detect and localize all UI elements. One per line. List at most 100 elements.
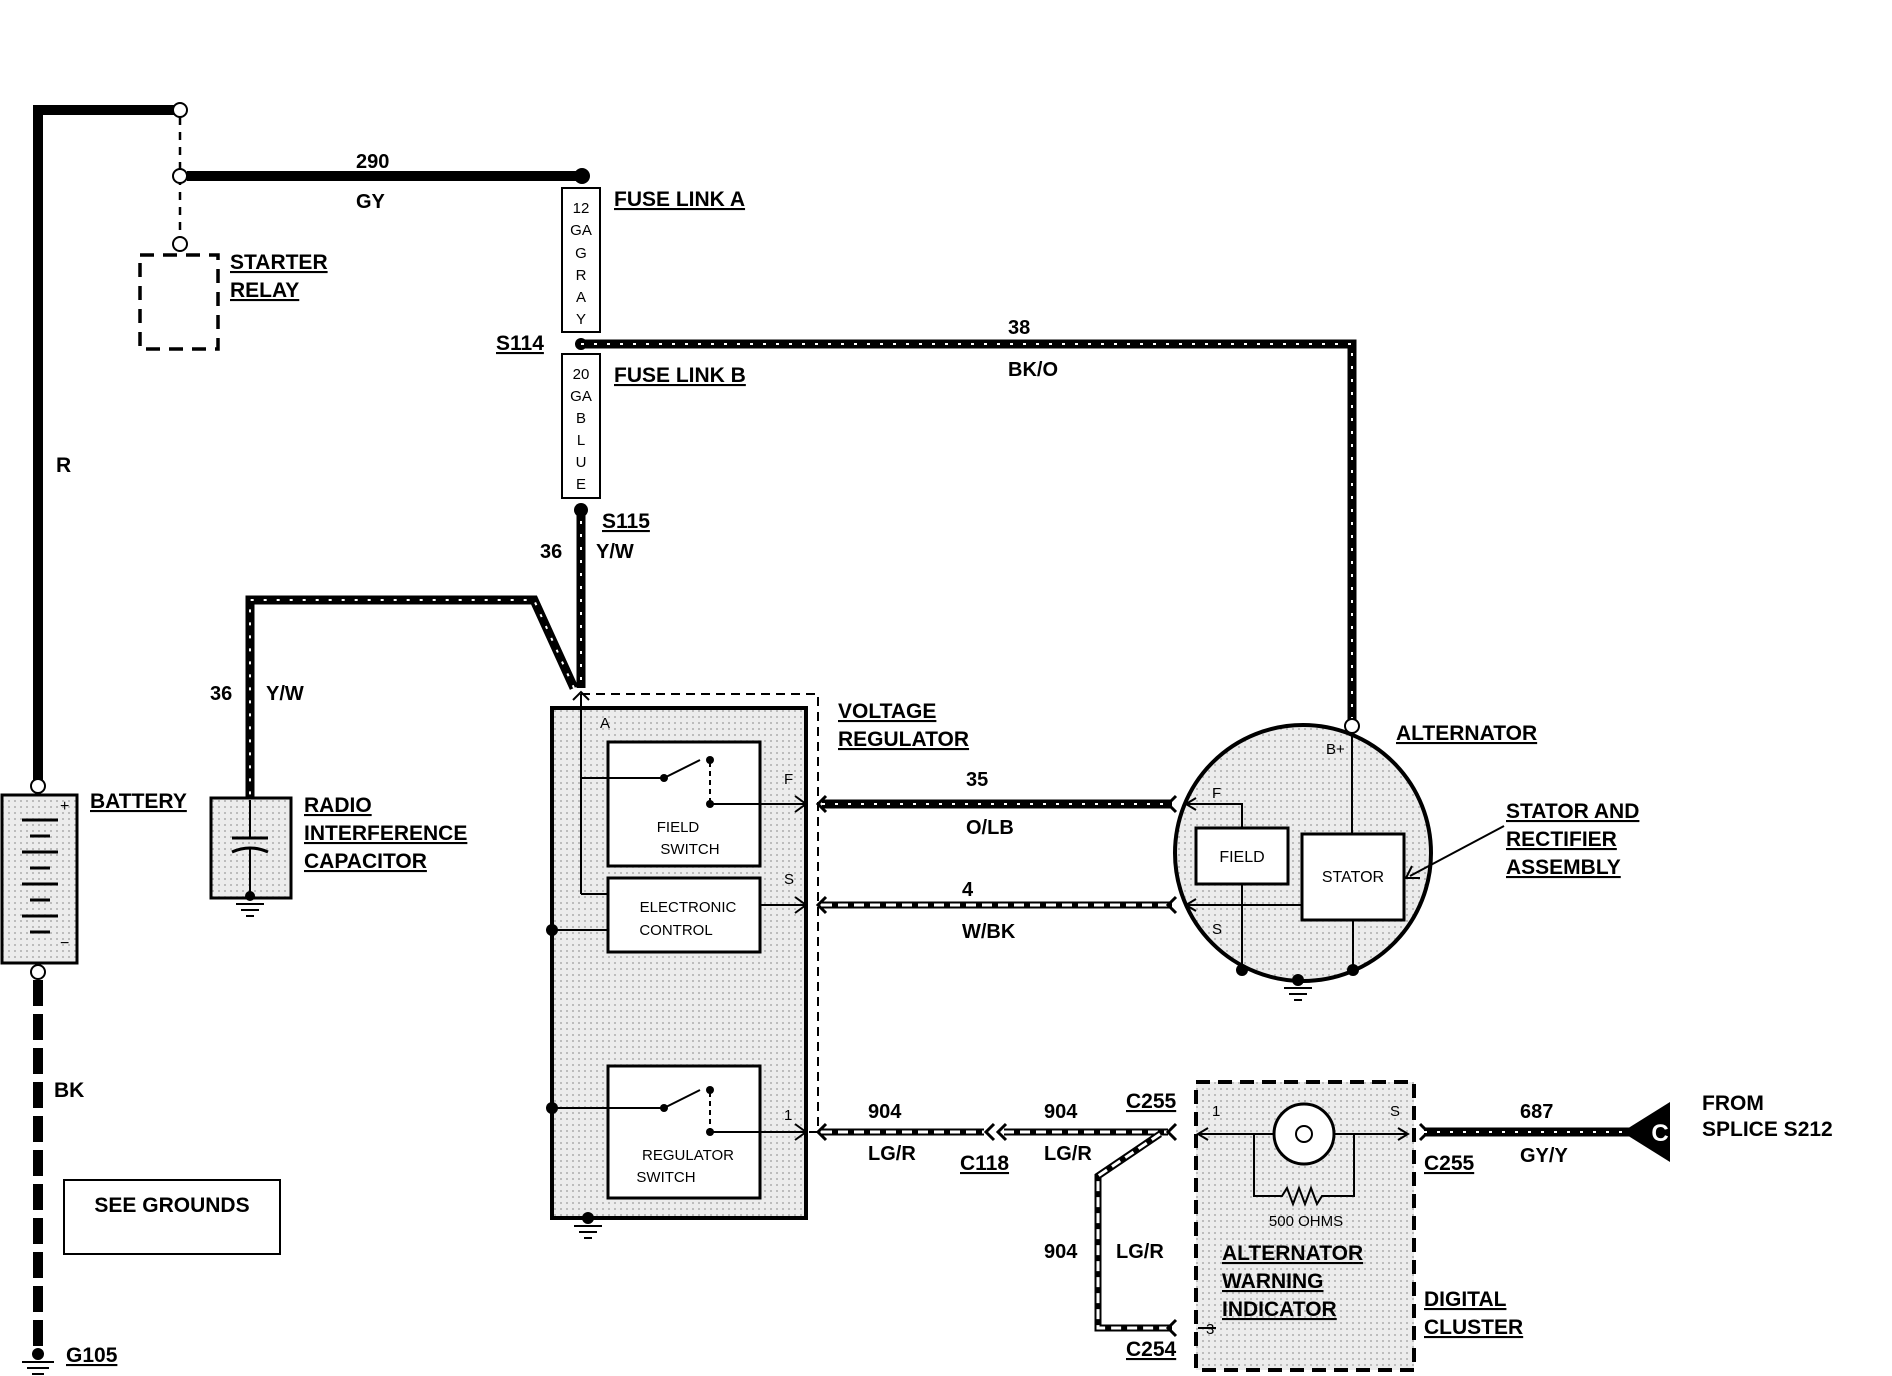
wire-r-label: R	[56, 454, 71, 477]
digital-cluster-label-1: DIGITAL	[1424, 1288, 1507, 1311]
wire-904b-color: LG/R	[1044, 1143, 1092, 1165]
voltage-regulator-label-1: VOLTAGE	[838, 700, 936, 723]
regulator-switch-label-1: REGULATOR	[642, 1147, 734, 1164]
wire-687-color: GY/Y	[1520, 1145, 1568, 1167]
wire-36-color: Y/W	[596, 541, 634, 563]
svg-text:F: F	[1212, 785, 1221, 802]
svg-text:B: B	[576, 410, 586, 427]
regulator-switch-label-2: SWITCH	[636, 1169, 695, 1186]
wire-290-number: 290	[356, 151, 389, 173]
svg-text:−: −	[60, 935, 69, 952]
svg-text:3: 3	[1206, 1321, 1214, 1338]
wire-904c-color: LG/R	[1116, 1241, 1164, 1263]
battery-ground-wire	[22, 980, 54, 1375]
wire-36	[574, 503, 588, 688]
stator-label: STATOR	[1322, 869, 1384, 886]
wire-4	[815, 895, 1178, 915]
wire-687	[1418, 1102, 1670, 1162]
electronic-control-label-2: CONTROL	[639, 922, 712, 939]
field-winding-label: FIELD	[1219, 849, 1264, 866]
c255a-label: C255	[1126, 1090, 1177, 1113]
awi-label-2: WARNING	[1222, 1270, 1324, 1293]
wire-35-number: 35	[966, 769, 988, 791]
radio-cap-label-3: CAPACITOR	[304, 850, 427, 873]
svg-text:E: E	[576, 476, 586, 493]
wire-36b-color: Y/W	[266, 683, 304, 705]
wire-4-color: W/BK	[962, 921, 1016, 943]
wire-35	[815, 794, 1178, 814]
fuse-link-a-label: FUSE LINK A	[614, 188, 745, 211]
svg-text:20: 20	[573, 366, 590, 383]
svg-text:1: 1	[1212, 1103, 1220, 1120]
fuse-link-a: 12 GA G R A Y	[561, 187, 601, 333]
electronic-control-label-1: ELECTRONIC	[640, 899, 737, 916]
voltage-regulator-label-2: REGULATOR	[838, 728, 969, 751]
radio-interference-capacitor	[209, 796, 293, 917]
s114-label: S114	[496, 332, 544, 355]
c254-label: C254	[1126, 1338, 1177, 1361]
wire-35-color: O/LB	[966, 817, 1014, 839]
svg-text:A: A	[600, 715, 610, 732]
from-splice-label-1: FROM	[1702, 1092, 1764, 1115]
stator-rectifier-label-3: ASSEMBLY	[1506, 856, 1621, 879]
field-switch-label-2: SWITCH	[660, 841, 719, 858]
radio-cap-label-1: RADIO	[304, 794, 372, 817]
wire-904a-number: 904	[868, 1101, 902, 1123]
svg-text:S: S	[1390, 1103, 1400, 1120]
svg-text:G: G	[575, 245, 587, 262]
wire-36-capacitor	[245, 595, 579, 800]
fuse-link-b-label: FUSE LINK B	[614, 364, 746, 387]
wire-290	[187, 168, 590, 184]
fuse-link-b: 20 GA B L U E	[561, 353, 601, 499]
splice-c-marker: C	[1651, 1120, 1668, 1147]
voltage-regulator: A FIELD SWITCH F ELECTRONIC CONTROL S	[546, 690, 819, 1239]
wire-36-number: 36	[540, 541, 562, 563]
s115-label: S115	[602, 510, 650, 533]
resistor-label: 500 OHMS	[1269, 1213, 1343, 1230]
battery-positive-wire	[33, 102, 188, 785]
radio-cap-label-2: INTERFERENCE	[304, 822, 467, 845]
svg-text:GA: GA	[570, 222, 592, 239]
battery-label: BATTERY	[90, 790, 187, 813]
svg-text:L: L	[577, 432, 585, 449]
from-splice-label-2: SPLICE S212	[1702, 1118, 1833, 1141]
c118-label: C118	[960, 1152, 1009, 1175]
svg-text:R: R	[576, 267, 587, 284]
wire-904b-number: 904	[1044, 1101, 1078, 1123]
svg-text:F: F	[784, 771, 793, 788]
alternator-label: ALTERNATOR	[1396, 722, 1537, 745]
svg-text:Y: Y	[576, 311, 586, 328]
svg-text:GA: GA	[570, 388, 592, 405]
see-grounds-box[interactable]: SEE GROUNDS	[63, 1179, 281, 1255]
starter-relay	[138, 117, 220, 351]
wire-904	[815, 1122, 1178, 1338]
svg-text:1: 1	[784, 1107, 792, 1124]
wire-38-number: 38	[1008, 317, 1030, 339]
battery: + −	[0, 778, 79, 980]
svg-text:A: A	[576, 289, 586, 306]
starter-relay-label-2: RELAY	[230, 279, 299, 302]
svg-text:+: +	[60, 798, 69, 815]
svg-text:S: S	[784, 871, 794, 888]
wire-4-number: 4	[962, 879, 974, 901]
c255b-label: C255	[1424, 1152, 1475, 1175]
starter-relay-label-1: STARTER	[230, 251, 328, 274]
alternator-warning-indicator: 1 S 3 500 OHMS	[1194, 1080, 1416, 1372]
svg-text:B+: B+	[1326, 741, 1345, 758]
alternator: B+ FIELD STATOR F S	[1173, 723, 1505, 1001]
wire-687-number: 687	[1520, 1101, 1553, 1123]
digital-cluster-label-2: CLUSTER	[1424, 1316, 1523, 1339]
awi-label-1: ALTERNATOR	[1222, 1242, 1363, 1265]
awi-label-3: INDICATOR	[1222, 1298, 1337, 1321]
svg-text:12: 12	[573, 200, 590, 217]
wire-904c-number: 904	[1044, 1241, 1078, 1263]
stator-rectifier-label-1: STATOR AND	[1506, 800, 1639, 823]
wire-36b-number: 36	[210, 683, 232, 705]
wire-904a-color: LG/R	[868, 1143, 916, 1165]
g105-label: G105	[66, 1344, 118, 1367]
wire-bk-label: BK	[54, 1079, 84, 1102]
see-grounds-label: SEE GROUNDS	[94, 1194, 249, 1217]
field-switch-label-1: FIELD	[657, 819, 700, 836]
wire-290-color: GY	[356, 191, 386, 213]
